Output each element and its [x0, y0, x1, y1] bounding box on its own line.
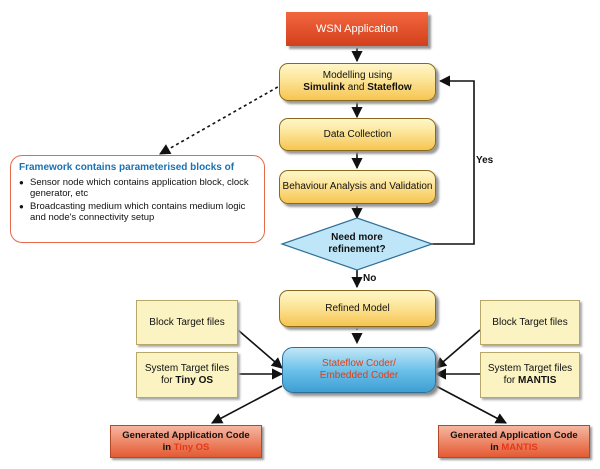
right-output-line1: Generated Application Code	[450, 429, 578, 441]
framework-callout: Framework contains parameterised blocks …	[10, 155, 265, 243]
left-output-prefix: in	[162, 441, 174, 453]
arrow-coder-to-right-output	[435, 385, 507, 424]
decision-text: Need more refinement?	[292, 228, 422, 260]
left-output-os: Tiny OS	[173, 441, 210, 453]
right-system-target-line2: for MANTIS	[504, 375, 557, 387]
behaviour-analysis-box: Behaviour Analysis and Validation	[279, 170, 436, 204]
stateflow-coder-box: Stateflow Coder/ Embedded Coder	[282, 347, 436, 393]
refined-model-label: Refined Model	[325, 302, 390, 314]
arrow-left-block-to-coder	[237, 329, 283, 369]
left-system-target-prefix: for	[160, 375, 176, 386]
right-system-target-files: System Target files for MANTIS	[480, 352, 580, 398]
right-system-target-line1: System Target files	[487, 363, 573, 374]
left-block-target-files: Block Target files	[136, 300, 238, 345]
framework-item-broadcasting-medium: Broadcasting medium which contains mediu…	[19, 201, 256, 224]
data-collection-box: Data Collection	[279, 118, 436, 151]
left-system-target-os: Tiny OS	[175, 375, 214, 386]
data-collection-label: Data Collection	[323, 128, 392, 140]
modelling-tool-stateflow: Stateflow	[367, 82, 412, 93]
yes-label: Yes	[476, 155, 494, 166]
arrow-modelling-to-framework	[159, 83, 284, 155]
right-output-os: MANTIS	[501, 441, 538, 453]
modelling-and: and	[344, 82, 368, 93]
refined-model-box: Refined Model	[279, 290, 436, 327]
coder-line2: Embedded Coder	[319, 370, 399, 381]
wsn-application-box: WSN Application	[286, 12, 428, 46]
right-output-prefix: in	[490, 441, 502, 453]
left-system-target-files: System Target files for Tiny OS	[136, 352, 238, 398]
wsn-application-label: WSN Application	[316, 23, 398, 35]
left-block-target-label: Block Target files	[149, 316, 225, 328]
decision-line1: Need more	[331, 232, 383, 243]
right-output-line2: in MANTIS	[490, 442, 538, 454]
framework-list: Sensor node which contains application b…	[19, 177, 256, 224]
framework-title: Framework contains parameterised blocks …	[19, 162, 235, 173]
arrow-yes-loop	[416, 75, 475, 245]
left-output-line1: Generated Application Code	[122, 429, 250, 441]
left-system-target-line2: for Tiny OS	[161, 375, 213, 387]
framework-item-sensor-node: Sensor node which contains application b…	[19, 177, 256, 200]
decision-diamond-shape	[280, 217, 434, 271]
left-generated-code-box: Generated Application Code in Tiny OS	[110, 425, 262, 458]
right-block-target-label: Block Target files	[492, 316, 568, 328]
right-block-target-files: Block Target files	[480, 300, 580, 345]
decision-line2: refinement?	[328, 244, 386, 255]
modelling-box: Modelling using Simulink and Stateflow	[279, 63, 436, 101]
modelling-line1: Modelling using	[322, 70, 393, 81]
left-system-target-line1: System Target files	[144, 363, 230, 374]
right-system-target-os: MANTIS	[518, 375, 557, 386]
coder-line1: Stateflow Coder/	[322, 358, 396, 369]
right-system-target-prefix: for	[503, 375, 519, 386]
no-label: No	[363, 273, 377, 284]
behaviour-analysis-label: Behaviour Analysis and Validation	[282, 181, 433, 192]
arrow-coder-to-left-output	[211, 385, 283, 424]
left-output-line2: in Tiny OS	[163, 442, 210, 454]
arrow-right-block-to-coder	[435, 329, 481, 369]
modelling-tool-simulink: Simulink	[303, 82, 345, 93]
right-generated-code-box: Generated Application Code in MANTIS	[438, 425, 590, 458]
modelling-line2: Simulink and Stateflow	[303, 82, 411, 94]
